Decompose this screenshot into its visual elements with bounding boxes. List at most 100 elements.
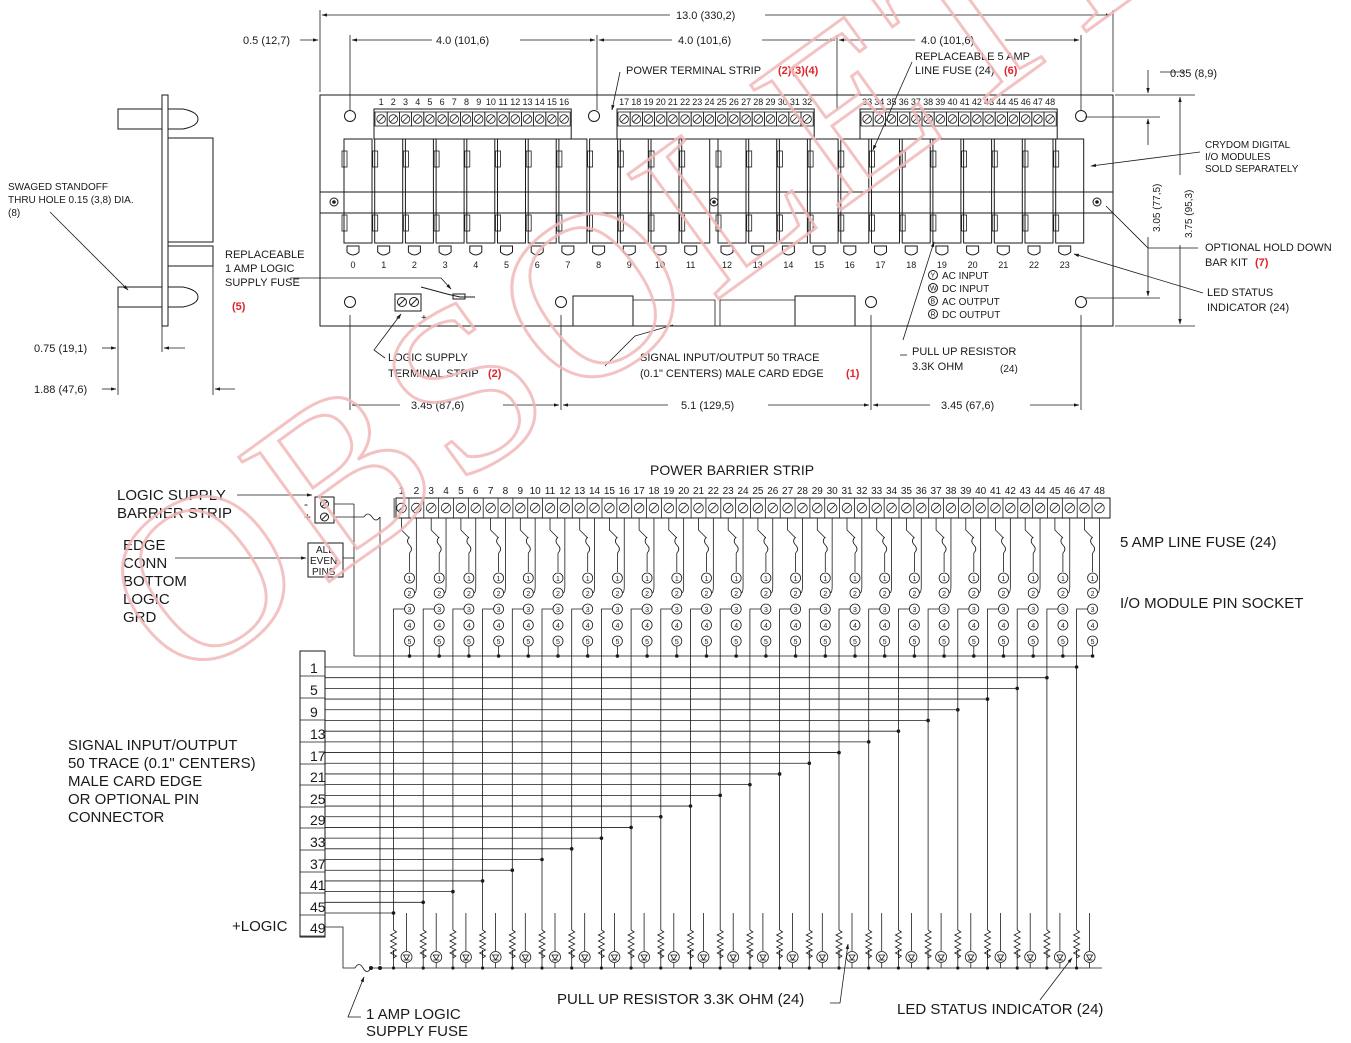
standoff-bottom <box>117 286 163 308</box>
barrier-screw <box>1094 502 1105 514</box>
line-fuse <box>674 536 680 554</box>
barrier-number: 27 <box>782 486 794 497</box>
socket-pin <box>819 572 831 584</box>
signal-conn-label-5: CONNECTOR <box>68 809 165 826</box>
module-clip <box>495 150 501 168</box>
socket-pin-number: 5 <box>1061 639 1065 646</box>
socket-pin-number: 2 <box>675 591 679 598</box>
socket-pin <box>968 619 980 631</box>
barrier-screw <box>871 502 882 514</box>
barrier-number: 14 <box>589 486 601 497</box>
barrier-screw <box>411 502 422 514</box>
logic-fuse-label-2: SUPPLY FUSE <box>366 1023 468 1040</box>
barrier-number: 28 <box>797 486 809 497</box>
signal-drop <box>541 608 553 930</box>
led-symbol <box>459 951 472 963</box>
pullup-resistor <box>508 929 517 959</box>
barrier-number: 26 <box>767 486 779 497</box>
socket-pin-number: 1 <box>1061 576 1065 583</box>
socket-pin-number: 4 <box>645 623 649 630</box>
socket-pin-number: 3 <box>823 607 827 614</box>
socket-pin-number: 1 <box>615 576 619 583</box>
terminal-number: 10 <box>486 97 496 107</box>
return-wire <box>800 518 803 594</box>
module-clip <box>807 214 814 232</box>
led-symbol <box>1054 951 1066 963</box>
side-module <box>167 137 214 243</box>
terminal-number: 43 <box>984 97 994 107</box>
socket-pin <box>671 619 683 631</box>
logic-fuse-1amp <box>354 964 372 972</box>
led-diode <box>1085 954 1094 961</box>
led-diode <box>670 954 678 961</box>
socket-pin-number: 5 <box>526 639 530 646</box>
socket-pin <box>671 572 683 584</box>
barrier-number: 16 <box>619 486 631 497</box>
pullup-resistor-label: PULL UP RESISTOR 3.3K OHM (24) <box>557 991 804 1008</box>
socket-pin-number: 3 <box>764 607 768 614</box>
socket-pin-number: 5 <box>794 639 798 646</box>
pullup-resistor <box>864 929 873 959</box>
barrier-screw <box>559 502 571 514</box>
socket-pin-number: 4 <box>1091 623 1095 630</box>
line-wire <box>757 518 767 539</box>
channel-number: 12 <box>722 260 732 270</box>
socket-pin-number: 2 <box>734 591 738 598</box>
legend-ac-input: AC INPUT <box>942 271 989 282</box>
return-wire <box>978 518 982 594</box>
terminal-screw <box>778 114 788 124</box>
return-wire <box>622 518 625 594</box>
socket-pin <box>790 572 801 584</box>
barrier-slot <box>561 504 569 512</box>
socket-pin-number: 2 <box>823 591 827 598</box>
connector-pin-label: 49 <box>310 920 326 936</box>
led-symbol <box>578 951 591 963</box>
terminal-number: 3 <box>403 97 408 107</box>
terminal-screw <box>960 114 970 124</box>
socket-pin-number: 2 <box>883 591 887 598</box>
fuse5-label-1: REPLACEABLE 5 AMP <box>915 51 1030 63</box>
socket-pin-number: 2 <box>408 591 412 598</box>
socket-pin-number: 3 <box>1002 607 1006 614</box>
edge-label-3: BOTTOM <box>123 573 187 590</box>
socket-pin <box>998 619 1009 631</box>
terminal-slot <box>620 115 628 123</box>
terminal-slot <box>900 115 907 123</box>
terminal-screw <box>790 114 800 124</box>
terminal-screw <box>1020 114 1031 124</box>
socket-pin-number: 5 <box>972 639 976 646</box>
terminal-slot <box>633 115 640 123</box>
led-symbol <box>964 951 977 963</box>
socket-pin <box>433 619 445 631</box>
barrier-slot <box>1007 504 1014 512</box>
module-clip <box>1022 214 1029 232</box>
socket-pin-number: 2 <box>1031 591 1035 598</box>
barrier-number: 22 <box>708 486 720 497</box>
socket-pin-number: 5 <box>734 639 738 646</box>
terminal-number: 6 <box>440 97 445 107</box>
led-indicator <box>966 245 980 256</box>
socket-pin <box>612 619 623 631</box>
line-wire <box>727 518 737 539</box>
line-fuse <box>793 536 798 554</box>
signal-drop <box>452 608 464 930</box>
terminal-slot <box>1022 115 1029 123</box>
barrier-slot <box>620 504 628 512</box>
signal-drop <box>927 608 940 930</box>
signal-ref: (1) <box>846 368 860 380</box>
socket-pin-number: 2 <box>912 591 916 598</box>
barrier-number: 37 <box>931 486 943 497</box>
terminal-screw <box>765 114 776 124</box>
barrier-slot <box>739 504 747 512</box>
line-wire <box>638 518 648 539</box>
pullup-resistor <box>983 929 992 959</box>
line-wire <box>995 518 1004 539</box>
barrier-slot <box>546 504 554 512</box>
side-board <box>161 94 169 327</box>
barrier-slot <box>457 504 465 512</box>
power-barrier-strip <box>395 497 1111 519</box>
even-box-2: EVEN <box>310 556 337 567</box>
barrier-number: 47 <box>1079 486 1091 497</box>
socket-pin-number: 5 <box>645 639 649 646</box>
socket-pin <box>582 572 594 584</box>
